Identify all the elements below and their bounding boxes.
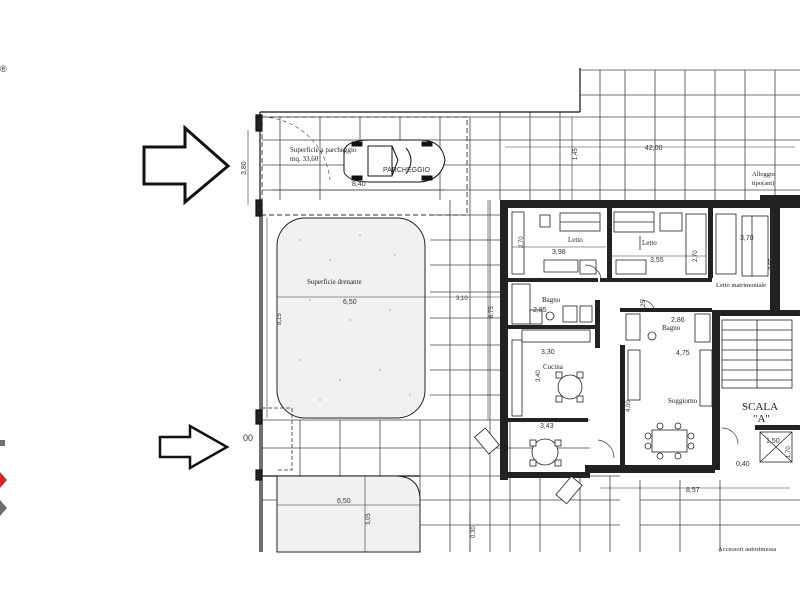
room-bagno-2-width: 2,86 [671, 317, 685, 324]
drainage-right-dim: 3,10 [456, 296, 468, 302]
room-letto-2-height: 2,70 [693, 250, 699, 262]
room-letto-matrimoniale-height: 3,95 [769, 258, 775, 270]
logo-fragments [0, 440, 7, 516]
bathroom-2-furniture [625, 313, 711, 343]
room-cucina-width: 3,30 [541, 349, 555, 356]
room-soggiorno-height: 4,00 [626, 400, 632, 412]
drainage-area-lower [276, 475, 421, 553]
room-soggiorno-width: 4,75 [676, 350, 690, 357]
bedroom-2-furniture [613, 211, 707, 275]
drainage-upper-width: 6,50 [343, 299, 357, 306]
room-letto-matrimoniale: Letto matrimoniale [716, 282, 766, 289]
parking-label: PARCHEGGIO [383, 167, 430, 174]
door-swings [584, 264, 739, 459]
room-cucina: Cucina [543, 363, 564, 371]
room-cucina-bottom: 3,43 [540, 423, 554, 430]
overall-left-dim: 1,45 [573, 148, 579, 160]
room-soggiorno: Soggiorno [668, 397, 698, 405]
bathroom-1-furniture [511, 283, 593, 325]
stair-dim-1: 1,50 [766, 438, 780, 445]
room-bagno-1: Bagno [542, 296, 561, 304]
room-bagno-1-width: 2,85 [533, 307, 547, 314]
alloggio-label-1: Alloggio [752, 171, 775, 178]
room-letto-1-height: 2,70 [519, 236, 525, 248]
room-bagno-2-height: 1,25 [641, 300, 647, 312]
stair-label-1: SCALA [742, 401, 778, 413]
drainage-texture [299, 234, 411, 401]
stair-dim-2: 0,40 [736, 461, 750, 468]
parking-area [261, 116, 468, 216]
stair-label-2: "A" [753, 413, 770, 425]
drainage-upper-height: 8,15 [277, 313, 283, 325]
terrace-furniture [474, 427, 583, 505]
overall-mid-dim: 8,75 [489, 306, 495, 318]
room-cucina-height: 3,40 [536, 370, 542, 382]
drainage-upper-label: Superficie drenante [307, 278, 362, 286]
car-icon [343, 139, 446, 183]
drainage-lower-width: 6,50 [337, 498, 351, 505]
room-bagno-2: Bagno [662, 324, 681, 332]
overall-small-dim: 0,30 [471, 526, 477, 538]
drainage-lower-height: 3,05 [366, 513, 372, 525]
room-letto-1-width: 3,98 [552, 249, 566, 256]
overall-width-dim: 42,00 [645, 145, 663, 152]
edge-label: 00 [243, 433, 253, 443]
house-walls [500, 195, 800, 480]
alloggio-label-2: tipo(ant) [752, 180, 774, 187]
master-bedroom-furniture [715, 213, 769, 277]
parking-area-label-2: mq. 33,60 [290, 155, 319, 163]
kitchen-furniture [511, 329, 591, 417]
parking-width-dim: 8,40 [352, 181, 366, 188]
bedroom-1-furniture [511, 211, 601, 275]
room-letto-matrimoniale-width: 3,70 [740, 235, 754, 242]
parking-height-dim: 3,80 [241, 161, 248, 175]
living-room-furniture [627, 349, 713, 460]
copyright-mark: ® [0, 64, 7, 74]
bottom-note: Accessori autorimessa [718, 546, 776, 553]
parking-area-label-1: Superficie a parcheggio [290, 146, 357, 154]
stair-dim-3: 1,70 [786, 446, 792, 458]
room-letto-2-width: 3,55 [650, 257, 664, 264]
room-letto-2: Letto [642, 239, 657, 247]
drainage-area-upper [276, 217, 426, 419]
stair-a [721, 319, 793, 463]
overall-bottom-dim: 8,57 [686, 487, 700, 494]
arrow-icon-upper [142, 124, 231, 206]
room-letto-1: Letto [568, 236, 583, 244]
arrow-icon-lower [158, 423, 230, 471]
